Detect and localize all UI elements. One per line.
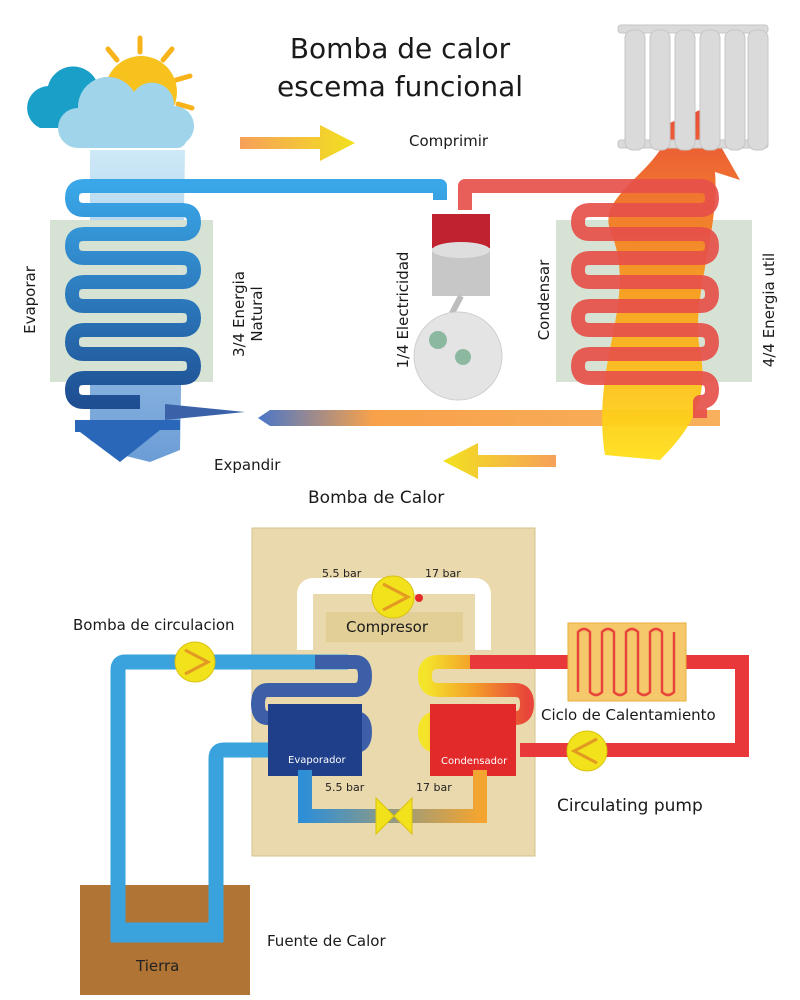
expansion-arrow-icon <box>165 404 245 420</box>
heat-source-label: Fuente de Calor <box>267 932 386 950</box>
ground-loop-tip <box>110 900 224 943</box>
circulating-pump-label: Circulating pump <box>557 796 703 816</box>
earth-label: Tierra <box>136 957 180 975</box>
evaporator-block <box>268 704 362 776</box>
bottom-title: Bomba de Calor <box>308 488 445 508</box>
expand-label: Expandir <box>214 456 281 474</box>
pressure-low-top: 5.5 bar <box>322 567 362 580</box>
useful-energy-label: 4/4 Energia util <box>760 252 778 368</box>
pressure-high-bottom: 17 bar <box>416 781 452 794</box>
cloud-icon <box>27 66 194 148</box>
radiator-icon <box>617 24 769 151</box>
evaporator-label: Evaporador <box>288 755 346 766</box>
compressor-icon <box>413 214 503 401</box>
condenser-label: Condensador <box>441 756 508 767</box>
condense-label: Condensar <box>535 259 553 341</box>
natural-energy-line-1: 3/4 Energia <box>230 271 248 357</box>
circulating-pump-icon <box>566 730 608 772</box>
pressure-low-bottom: 5.5 bar <box>325 781 365 794</box>
compressor-label: Compresor <box>346 618 429 636</box>
evaporate-label: Evaporar <box>21 266 39 334</box>
expansion-valve-icon <box>375 796 413 836</box>
evaporator-coil <box>65 179 447 409</box>
natural-energy-line-2: Natural <box>248 286 266 342</box>
circulation-pump-label: Bomba de circulacion <box>73 616 235 634</box>
title-line-2: escema funcional <box>276 70 524 103</box>
electricity-label: 1/4 Electricidad <box>394 251 412 369</box>
heating-cycle-label: Ciclo de Calentamiento <box>541 706 716 724</box>
circulation-pump-icon <box>174 641 216 683</box>
pressure-high-top: 17 bar <box>425 567 461 580</box>
condenser-block <box>430 704 516 776</box>
down-arrow-icon <box>75 420 180 462</box>
expand-arrow-icon <box>443 443 556 479</box>
compress-label: Comprimir <box>409 132 489 150</box>
title-line-1: Bomba de calor <box>289 32 511 65</box>
heating-cycle-radiator <box>567 622 687 702</box>
diagram-title: Bomba de calor escema funcional <box>240 30 560 106</box>
condenser-coil <box>458 179 719 418</box>
natural-energy-label: 3/4 Energia Natural <box>230 254 274 374</box>
condenser-coil-small <box>417 655 535 753</box>
compress-arrow-icon <box>240 125 355 161</box>
compressor-pump-icon <box>371 575 423 619</box>
evaporator-coil-small <box>250 655 373 753</box>
